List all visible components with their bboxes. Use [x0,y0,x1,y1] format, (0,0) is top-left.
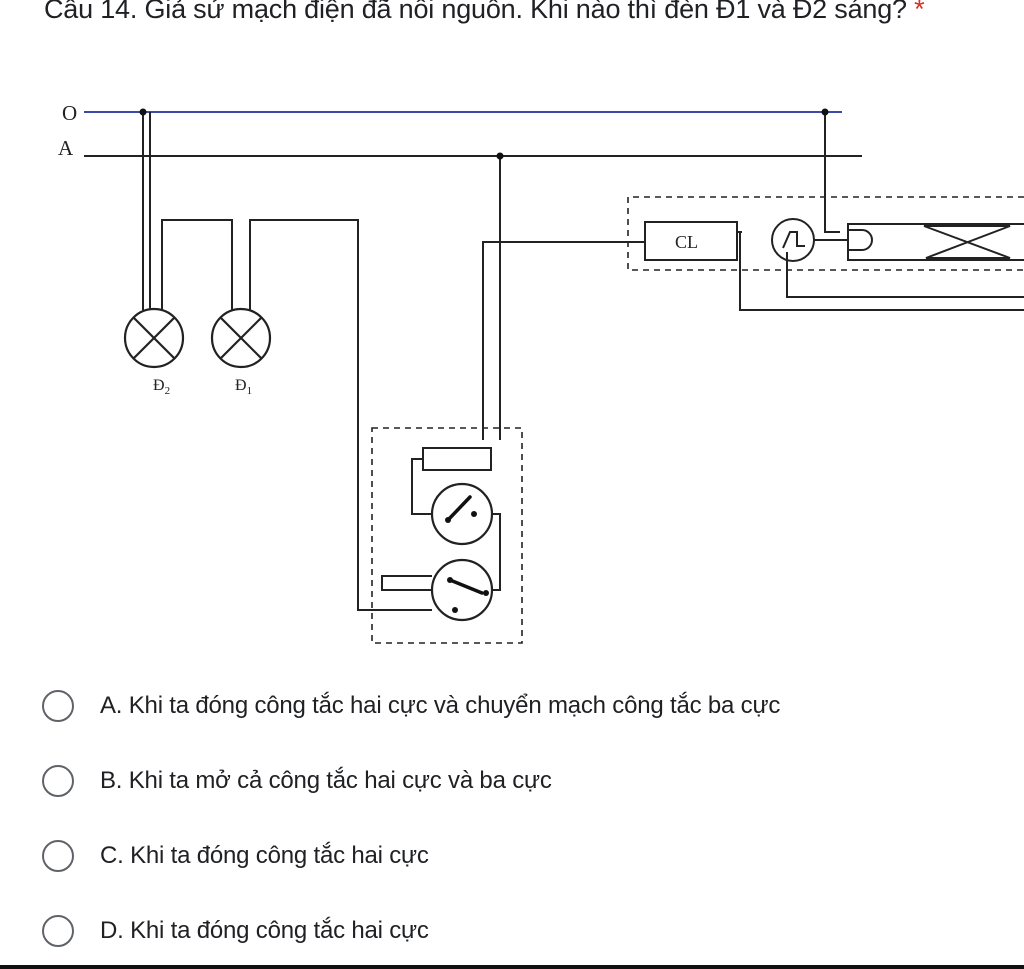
junction-dot [821,108,829,116]
wire-switch-cl [482,241,645,440]
switch-box [371,427,523,644]
question-title: Câu 14. Giả sử mạch điện đã nối nguồn. K… [44,0,925,25]
option-label: D. Khi ta đóng công tắc hai cực [100,916,429,944]
radio-icon[interactable] [42,914,74,947]
lamp-2-icon [123,307,185,369]
phase-label: A [58,136,74,160]
option-c[interactable]: C. Khi ta đóng công tắc hai cực [42,818,780,893]
circuit-diagram: Đ2 Đ1 O A CL [58,101,1024,644]
wire-out-2 [786,252,1024,298]
three-way-switch-icon [430,558,494,622]
radio-icon[interactable] [42,839,74,872]
bottom-divider [0,965,1024,969]
option-d[interactable]: D. Khi ta đóng công tắc hai cực [42,893,780,968]
device-box [627,196,1024,271]
wire-out-1 [739,232,1024,311]
option-label: A. Khi ta đóng công tắc hai cực và chuyể… [100,691,781,719]
starter-icon [771,218,873,262]
lamp-1-icon [210,307,272,369]
required-mark: * [914,0,925,24]
wire-lamp1-switch [249,219,432,611]
lamp-2-label: Đ2 [153,377,170,397]
wire-switch2-left [381,575,432,591]
junction-dot [139,108,147,116]
radio-icon[interactable] [42,689,74,722]
fuse-icon [422,447,492,471]
radio-icon[interactable] [42,764,74,797]
wire-lamp-link [161,219,233,310]
tube-icon [847,223,1024,261]
neutral-label: O [62,101,77,125]
wire-neutral-device [824,112,840,233]
question-text: Câu 14. Giả sử mạch điện đã nối nguồn. K… [44,0,907,24]
answer-options: A. Khi ta đóng công tắc hai cực và chuyể… [42,668,780,968]
ammeter-label: CL [675,232,698,252]
two-pole-switch-icon [430,482,494,546]
lamp-1-label: Đ1 [235,377,252,397]
option-a[interactable]: A. Khi ta đóng công tắc hai cực và chuyể… [42,668,780,743]
option-label: B. Khi ta mở cả công tắc hai cực và ba c… [100,766,552,794]
ammeter-box [644,221,738,261]
option-b[interactable]: B. Khi ta mở cả công tắc hai cực và ba c… [42,743,780,818]
option-label: C. Khi ta đóng công tắc hai cực [100,841,429,869]
junction-dot [496,152,504,160]
wire-fuse-switch1 [411,458,433,515]
